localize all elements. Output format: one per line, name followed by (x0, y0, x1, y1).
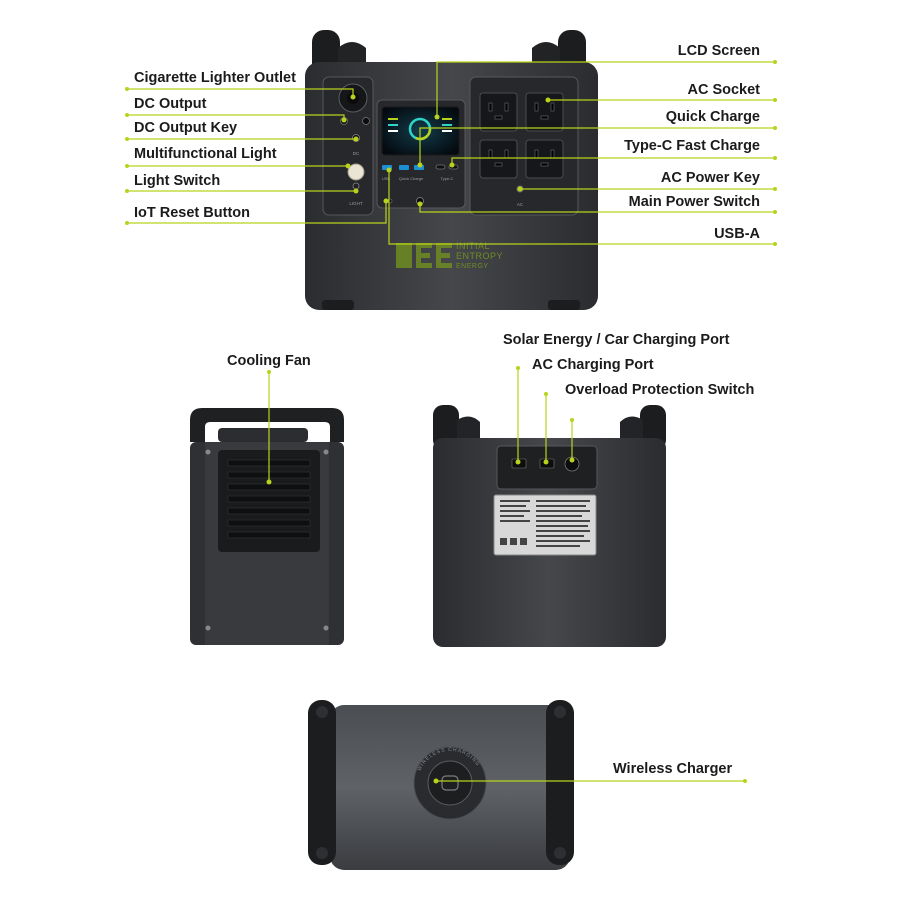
callout-lines (125, 60, 777, 784)
label-dc-output-key: DC Output Key (134, 120, 238, 136)
panel-dc-text: DC (353, 151, 360, 156)
label-dc-output: DC Output (134, 96, 207, 112)
label-ac-charging-port: AC Charging Port (532, 357, 654, 373)
panel-type-c-text: Type-C (441, 176, 454, 181)
label-solar-car-port: Solar Energy / Car Charging Port (503, 332, 730, 348)
top-right-handle (546, 700, 574, 865)
label-multifunctional-light: Multifunctional Light (134, 146, 277, 162)
label-wireless-charger: Wireless Charger (613, 761, 733, 777)
ac-socket-1[interactable] (479, 92, 518, 132)
brand-line2: ENTROPY (456, 251, 503, 261)
label-cooling-fan: Cooling Fan (227, 353, 311, 369)
front-view: DC LIGHT USB Quick Charge Type-C (305, 30, 598, 310)
top-view: WIRELESS CHARGING (308, 700, 574, 870)
side-handle (190, 408, 344, 442)
label-ac-power-key: AC Power Key (660, 170, 760, 186)
ac-socket-3[interactable] (479, 139, 518, 179)
back-view (433, 405, 666, 647)
ac-socket-group (479, 92, 564, 179)
label-lcd-screen: LCD Screen (677, 43, 760, 59)
light-switch[interactable] (352, 182, 360, 190)
ac-socket-4[interactable] (525, 139, 564, 179)
label-light-switch: Light Switch (134, 173, 221, 189)
left-control-panel (322, 76, 374, 216)
ac-socket-2[interactable] (525, 92, 564, 132)
panel-usb-text: USB (382, 176, 391, 181)
top-left-handle (308, 700, 336, 865)
dc-port-right[interactable] (362, 117, 370, 125)
label-ac-socket: AC Socket (687, 82, 760, 98)
label-main-power-switch: Main Power Switch (628, 194, 760, 210)
brand-line3: ENERGY (456, 263, 489, 270)
type-c-port-1[interactable] (435, 164, 446, 170)
wireless-charging-icon (441, 775, 459, 791)
label-usb-a: USB-A (714, 226, 760, 242)
label-cigarette-lighter-outlet: Cigarette Lighter Outlet (134, 70, 296, 86)
label-type-c-fast-charge: Type-C Fast Charge (624, 138, 760, 154)
quick-charge-port-1[interactable] (399, 165, 409, 170)
brand-line1: INITIAL (456, 241, 490, 251)
panel-light-text: LIGHT (349, 201, 363, 206)
label-iot-reset-button: IoT Reset Button (134, 205, 250, 221)
panel-ac-text: AC (517, 202, 524, 207)
panel-quick-charge-text: Quick Charge (399, 176, 424, 181)
brand-logo: INITIAL ENTROPY ENERGY (396, 241, 503, 270)
multifunctional-light (347, 163, 365, 181)
side-view (190, 408, 344, 645)
label-overload-switch: Overload Protection Switch (565, 382, 755, 398)
label-quick-charge: Quick Charge (665, 109, 760, 125)
